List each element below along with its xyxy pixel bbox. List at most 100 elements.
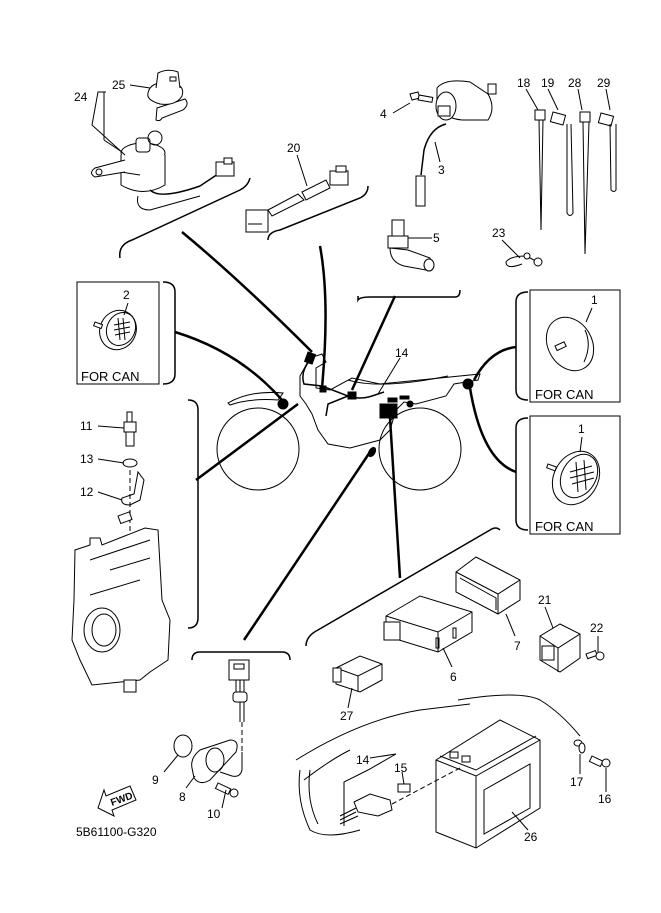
leader-20 bbox=[296, 154, 308, 187]
callout-28: 28 bbox=[568, 76, 582, 90]
rear-reflector-marker bbox=[462, 378, 474, 390]
washer-17 bbox=[578, 742, 586, 754]
callout-1b: 1 bbox=[578, 422, 585, 436]
callout-13: 13 bbox=[80, 452, 94, 466]
fuse-15 bbox=[397, 783, 411, 793]
callout-25: 25 bbox=[112, 78, 126, 92]
callout-18: 18 bbox=[517, 76, 531, 90]
front-fender bbox=[227, 392, 284, 406]
o-ring bbox=[173, 734, 193, 758]
leader-7 bbox=[505, 613, 516, 637]
callout-1a: 1 bbox=[591, 293, 598, 307]
leader-14b bbox=[343, 753, 397, 826]
leader-18 bbox=[525, 88, 539, 111]
callout-11: 11 bbox=[80, 419, 93, 433]
callout-14b: 14 bbox=[356, 753, 370, 767]
callout-9: 9 bbox=[152, 773, 159, 787]
ground-cable bbox=[457, 694, 581, 737]
bracket-left bbox=[187, 399, 199, 629]
battery-group bbox=[295, 694, 611, 849]
callout-27: 27 bbox=[340, 709, 354, 723]
band-19-strap bbox=[566, 123, 574, 216]
leader-23 bbox=[501, 239, 521, 259]
leader-13 bbox=[97, 458, 125, 464]
callout-21: 21 bbox=[538, 593, 552, 607]
band-29-head bbox=[597, 112, 615, 127]
sensor-group bbox=[97, 651, 291, 817]
callout-20: 20 bbox=[287, 141, 301, 155]
callout-23: 23 bbox=[492, 226, 506, 240]
harness-wire bbox=[302, 359, 351, 417]
leader-24 bbox=[91, 91, 126, 156]
main-switch-group bbox=[91, 69, 251, 259]
ignition-coil-group bbox=[357, 80, 497, 303]
leader-8 bbox=[185, 775, 196, 789]
band-29-strap bbox=[609, 123, 617, 192]
relay-group bbox=[332, 655, 383, 709]
leader-26 bbox=[511, 811, 529, 831]
bolt-22 bbox=[585, 649, 598, 660]
carburetor-body bbox=[71, 527, 171, 686]
lead-connector-right bbox=[329, 170, 349, 186]
lead-connector-left bbox=[245, 209, 269, 233]
battery-body bbox=[435, 719, 541, 849]
rear-wheel bbox=[378, 407, 462, 491]
callout-14a: 14 bbox=[395, 346, 409, 360]
leader-1b bbox=[579, 436, 583, 453]
lead-group bbox=[245, 154, 369, 241]
callout-19: 19 bbox=[541, 76, 555, 90]
for-can-box-side bbox=[515, 415, 621, 535]
battery-label bbox=[483, 763, 531, 835]
frame-outline bbox=[299, 353, 481, 449]
band-18-strap bbox=[538, 119, 544, 231]
main-switch-tab bbox=[91, 159, 126, 178]
leader-19 bbox=[547, 88, 559, 111]
leader-14a bbox=[377, 357, 401, 395]
connector-lines bbox=[174, 231, 517, 641]
callout-labels: 24 25 20 4 3 5 18 19 28 29 23 2 1 1 14 1… bbox=[74, 76, 612, 844]
for-can-box-rear bbox=[515, 289, 621, 403]
leader-3 bbox=[434, 141, 441, 163]
leader-12 bbox=[97, 491, 123, 501]
lead-cable bbox=[267, 193, 305, 217]
carburetor-group bbox=[71, 411, 171, 693]
callout-10: 10 bbox=[207, 807, 221, 821]
leader-11 bbox=[97, 425, 125, 429]
gasket bbox=[122, 458, 138, 468]
callout-24: 24 bbox=[74, 90, 88, 104]
cdi-connector bbox=[383, 621, 401, 641]
callout-15: 15 bbox=[394, 761, 408, 775]
front-wheel bbox=[216, 407, 300, 491]
reflector-rear bbox=[545, 316, 595, 372]
callout-4: 4 bbox=[380, 107, 387, 121]
callout-2: 2 bbox=[123, 288, 130, 302]
for-can-label-front: FOR CAN bbox=[81, 369, 140, 384]
band-28-head bbox=[579, 111, 591, 123]
for-can-box-front bbox=[76, 281, 176, 385]
callout-26: 26 bbox=[524, 830, 538, 844]
regulator-group bbox=[539, 606, 605, 673]
bolt-16 bbox=[588, 755, 604, 768]
bolt-10 bbox=[214, 782, 232, 796]
front-reflector-marker bbox=[277, 398, 289, 410]
harness-sheath-outer bbox=[295, 703, 471, 761]
cdi-group bbox=[383, 556, 521, 668]
callout-22: 22 bbox=[590, 621, 604, 635]
plug-lead bbox=[420, 123, 447, 176]
spark-plug bbox=[126, 411, 133, 423]
for-can-label-side: FOR CAN bbox=[535, 519, 594, 534]
bracket-top-left bbox=[119, 177, 251, 259]
callout-29: 29 bbox=[597, 76, 611, 90]
for-can-label-rear: FOR CAN bbox=[535, 387, 594, 402]
leader-29 bbox=[605, 88, 611, 111]
callout-17: 17 bbox=[570, 775, 584, 789]
callout-7: 7 bbox=[514, 639, 521, 653]
callout-5: 5 bbox=[433, 231, 440, 245]
callout-6: 6 bbox=[450, 670, 457, 684]
leader-10 bbox=[221, 789, 227, 809]
leader-27 bbox=[347, 687, 353, 709]
leader-25 bbox=[129, 84, 151, 89]
sensor-body bbox=[191, 739, 238, 784]
callout-3: 3 bbox=[438, 163, 445, 177]
